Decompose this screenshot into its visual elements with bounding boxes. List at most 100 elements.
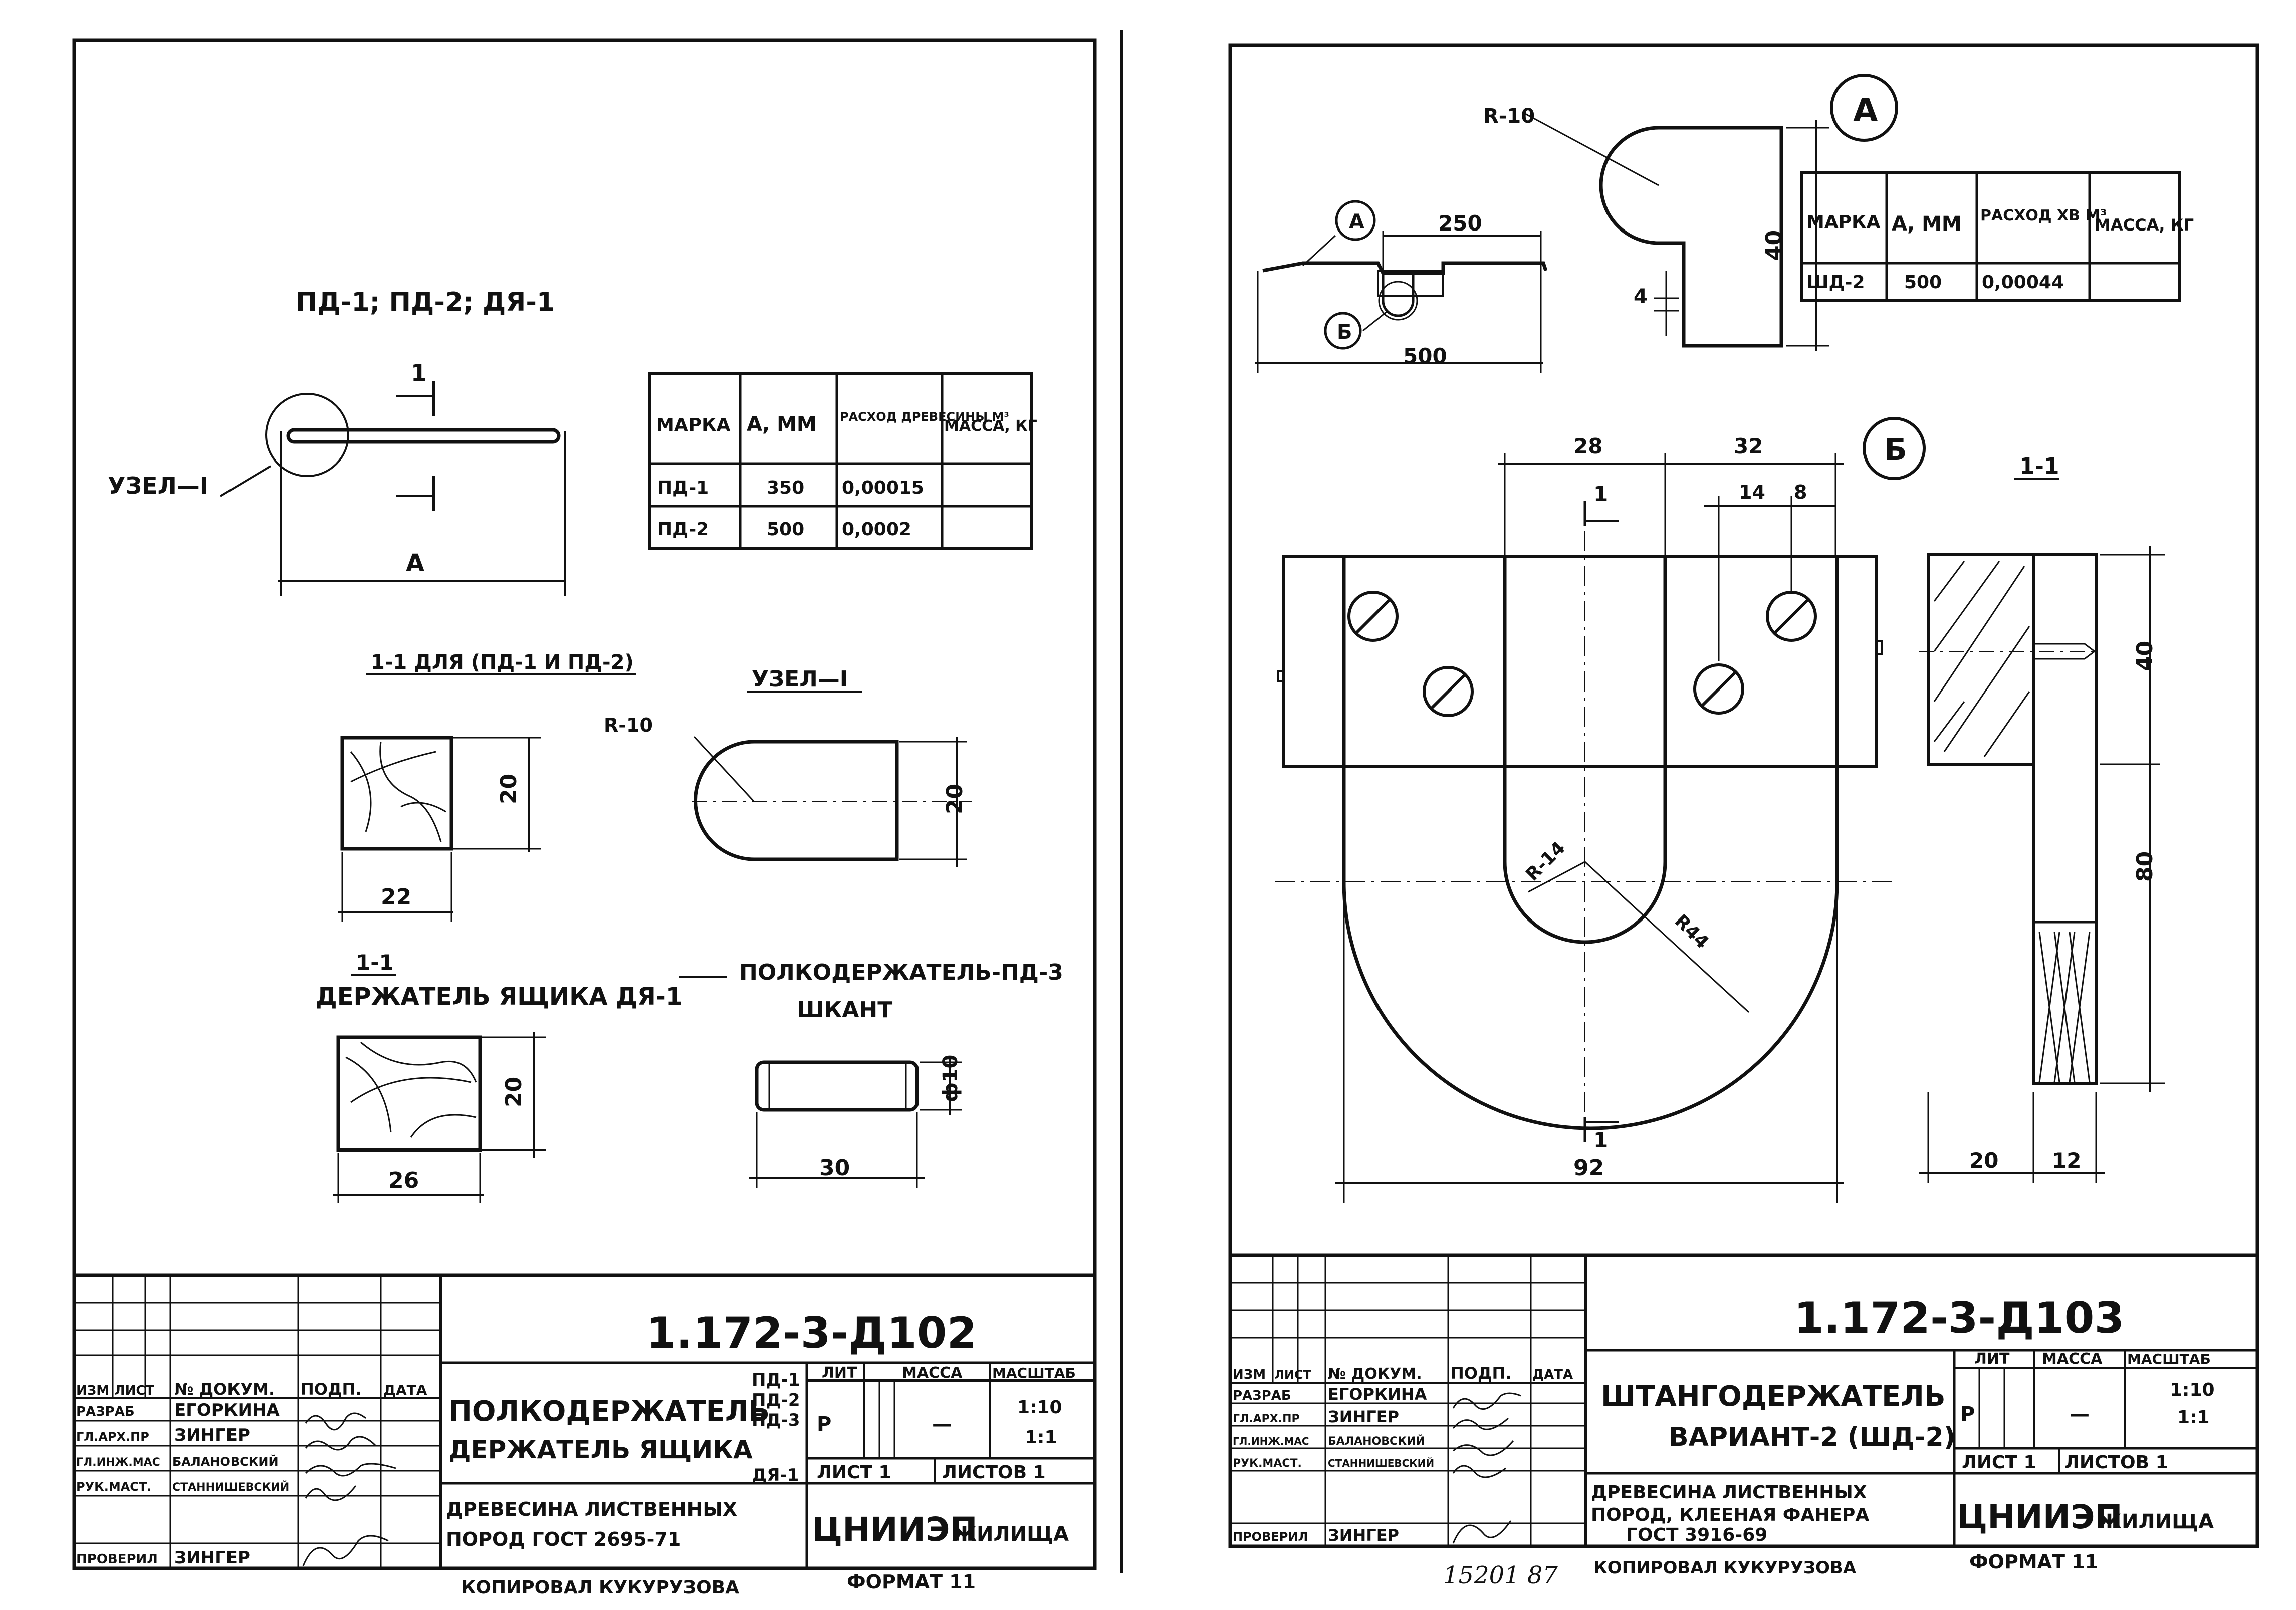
node-h: 20 xyxy=(942,784,968,814)
pd3-sub: ШКАНТ xyxy=(797,997,892,1023)
dim-14: 14 xyxy=(1739,481,1765,503)
callout-A-marker-big xyxy=(1830,74,1898,142)
left-role-3: ГЛ.ИНЖ.МАС xyxy=(76,1456,160,1469)
right-role-2: ГЛ.АРХ.ПР xyxy=(1233,1413,1300,1425)
section-pd-square xyxy=(338,736,541,922)
rt-h2: А, ММ xyxy=(1892,212,1962,236)
left-mark-3: ПД-3 xyxy=(752,1410,800,1430)
callout-A-small-text: А xyxy=(1349,210,1364,234)
callout-A-big-text: А xyxy=(1853,92,1878,129)
left-stamp-hdr-2: ЛИСТ xyxy=(114,1383,154,1398)
left-mark-4: ДЯ-1 xyxy=(752,1465,799,1485)
section-dim-40: 40 xyxy=(2132,641,2158,671)
dim-32: 32 xyxy=(1734,434,1763,458)
section-mark-front-top: 1 xyxy=(1593,482,1608,506)
right-stamp-title-1: ШТАНГОДЕРЖАТЕЛЬ xyxy=(1601,1380,1946,1413)
left-stamp-grid xyxy=(74,1273,1095,1568)
right-signatures xyxy=(1452,1392,1521,1544)
right-stamp-grid xyxy=(1230,1253,2257,1546)
rt-h4: МАССА, КГ xyxy=(2095,215,2194,235)
right-sheets-total: ЛИСТОВ 1 xyxy=(2064,1452,2168,1473)
callout-B-marker-small xyxy=(1324,312,1362,350)
right-person-4: СТАННИШЕВСКИЙ xyxy=(1328,1457,1434,1469)
lt-h2: А, ММ xyxy=(747,413,817,436)
right-person-1: ЕГОРКИНА xyxy=(1328,1385,1427,1404)
right-mass-value: — xyxy=(2070,1403,2090,1426)
right-stamp-hdr-3: № ДОКУМ. xyxy=(1328,1365,1422,1383)
right-lit-value: Р xyxy=(1960,1403,1975,1426)
lt-h3: РАСХОД ДРЕВЕСИНЫ М³ xyxy=(840,410,1009,424)
left-lit-value: Р xyxy=(817,1413,831,1436)
left-heading: ПД-1; ПД-2; ДЯ-1 xyxy=(296,287,555,317)
left-mark-2: ПД-2 xyxy=(752,1390,800,1410)
left-person-2: ЗИНГЕР xyxy=(174,1425,250,1445)
right-stamp-hdr-1: ИЗМ xyxy=(1233,1367,1266,1383)
detail-A xyxy=(1523,112,1829,351)
left-material-1: ДРЕВЕСИНА ЛИСТВЕННЫХ xyxy=(446,1498,737,1520)
left-sheet-frame xyxy=(72,38,1097,1570)
node-detail xyxy=(692,736,972,867)
radius-top: R-10 xyxy=(1483,105,1535,128)
left-org: ЦНИИЭП xyxy=(812,1510,978,1549)
right-scale-2: 1:1 xyxy=(2177,1407,2210,1428)
pd3-dia: ф10 xyxy=(939,1055,962,1102)
right-copied: КОПИРОВАЛ КУКУРУЗОВА xyxy=(1593,1558,1857,1578)
lt-r2c2: 500 xyxy=(767,519,804,540)
left-stamp-hdr-1: ИЗМ xyxy=(76,1383,109,1398)
pd3-len: 30 xyxy=(819,1155,850,1181)
dya-square xyxy=(333,1032,546,1203)
left-stamp-hdr-3: № ДОКУМ. xyxy=(174,1379,275,1399)
left-org-suffix: ЖИЛИЩА xyxy=(952,1523,1069,1546)
pd3-dowel xyxy=(749,1057,962,1188)
left-role-5: ПРОВЕРИЛ xyxy=(76,1552,158,1567)
right-sheet-frame xyxy=(1228,43,2259,1548)
section-dim-80: 80 xyxy=(2132,851,2158,882)
lt-r1c2: 350 xyxy=(767,478,804,498)
right-col-scale: МАСШТАБ xyxy=(2127,1351,2211,1367)
radius-14: R-14 xyxy=(1522,838,1569,885)
left-sheet-num: ЛИСТ 1 xyxy=(817,1462,891,1483)
callout-B-big-text: Б xyxy=(1884,432,1907,468)
section-dim-12: 12 xyxy=(2052,1148,2081,1173)
right-role-4: РУК.МАСТ. xyxy=(1233,1457,1302,1470)
right-person-5: ЗИНГЕР xyxy=(1328,1526,1399,1545)
dya-section: 1-1 xyxy=(356,950,394,975)
callout-B-small-text: Б xyxy=(1337,321,1352,344)
left-role-1: РАЗРАБ xyxy=(76,1404,135,1419)
section-mark-front-bottom: 1 xyxy=(1593,1128,1608,1153)
right-archive-no: 15201 87 xyxy=(1443,1561,1558,1589)
left-material-2: ПОРОД ГОСТ 2695-71 xyxy=(446,1528,681,1550)
sec1-h: 20 xyxy=(496,774,522,804)
right-person-2: ЗИНГЕР xyxy=(1328,1407,1399,1426)
lt-r1c3: 0,00015 xyxy=(842,478,924,498)
right-material-1: ДРЕВЕСИНА ЛИСТВЕННЫХ xyxy=(1591,1482,1867,1503)
lt-r2c3: 0,0002 xyxy=(842,519,911,540)
left-role-2: ГЛ.АРХ.ПР xyxy=(76,1430,149,1444)
left-person-3: БАЛАНОВСКИЙ xyxy=(172,1454,279,1469)
sec1-w: 22 xyxy=(381,884,411,910)
right-stamp-hdr-5: ДАТА xyxy=(1532,1367,1573,1383)
left-person-5: ЗИНГЕР xyxy=(174,1548,250,1568)
dim-28: 28 xyxy=(1573,434,1602,458)
dim-4-top: 4 xyxy=(1634,285,1648,308)
rt-r1c1: ШД-2 xyxy=(1806,272,1865,293)
left-stamp-hdr-5: ДАТА xyxy=(383,1382,427,1398)
dim-40-top: 40 xyxy=(1761,230,1787,261)
rt-r1c3: 0,00044 xyxy=(1982,272,2064,293)
callout-B-marker-big xyxy=(1863,417,1926,480)
dim-500: 500 xyxy=(1403,344,1447,368)
left-col-lit: ЛИТ xyxy=(822,1364,857,1382)
right-stamp-hdr-2: ЛИСТ xyxy=(1274,1368,1312,1382)
right-material-3: ГОСТ 3916-69 xyxy=(1626,1525,1767,1545)
left-role-4: РУК.МАСТ. xyxy=(76,1480,151,1494)
right-role-5: ПРОВЕРИЛ xyxy=(1233,1530,1308,1544)
left-col-mass: МАССА xyxy=(902,1364,963,1382)
right-stamp-hdr-4: ПОДП. xyxy=(1451,1364,1511,1383)
right-table xyxy=(1800,171,2181,302)
lt-h1: МАРКА xyxy=(656,415,730,435)
right-scale-1: 1:10 xyxy=(2170,1379,2215,1400)
rt-h3: РАСХОД ХВ М³ xyxy=(1980,207,2107,224)
main-front-view xyxy=(1275,453,1894,1203)
right-role-1: РАЗРАБ xyxy=(1233,1388,1291,1403)
section-dim-20: 20 xyxy=(1969,1148,1998,1173)
